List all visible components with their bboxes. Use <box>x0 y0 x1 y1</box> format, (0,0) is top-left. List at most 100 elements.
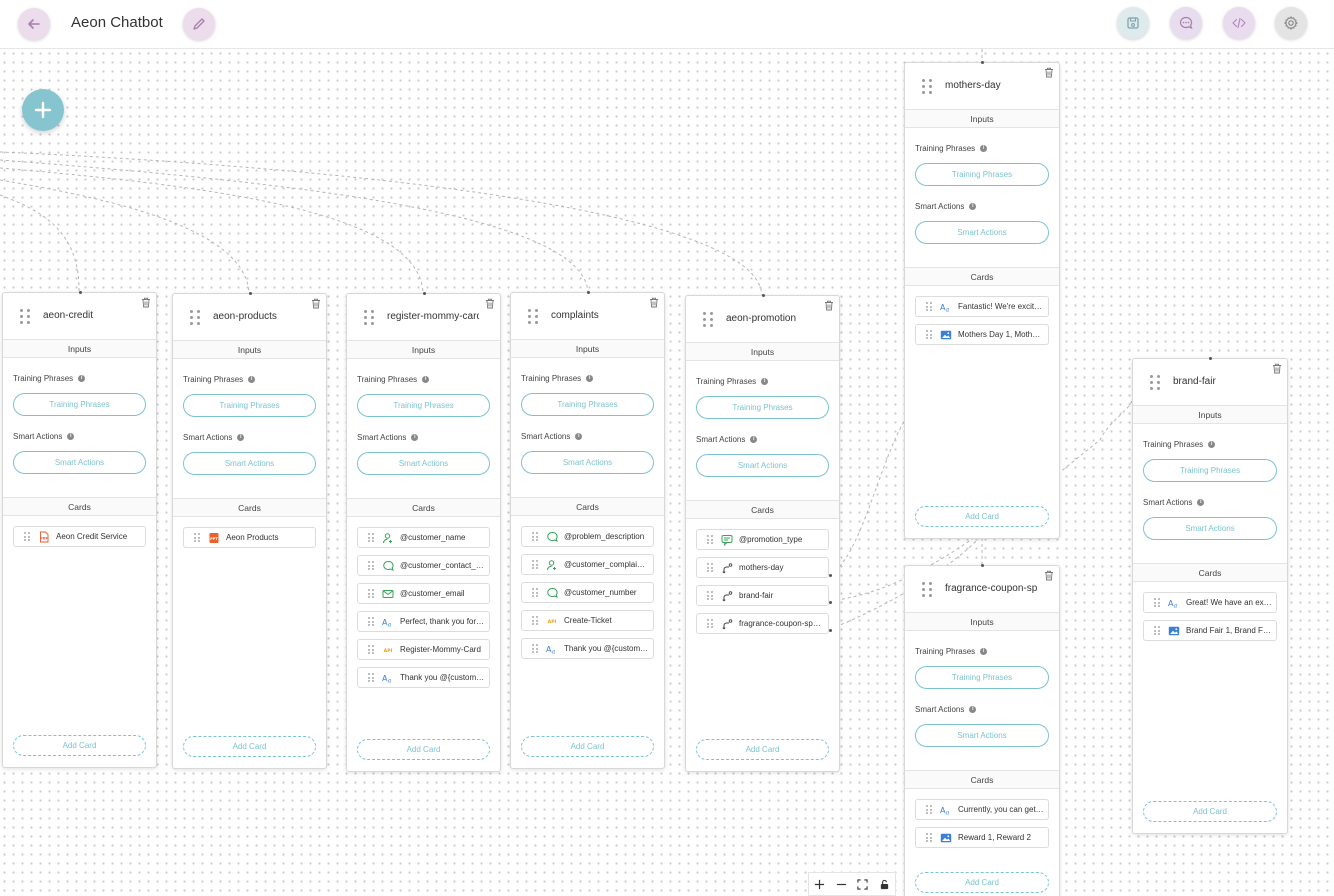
training-phrases-button[interactable]: Training Phrases <box>915 666 1049 689</box>
drag-handle-icon[interactable] <box>703 312 713 327</box>
output-port[interactable] <box>829 574 832 577</box>
code-button[interactable] <box>1223 7 1255 39</box>
drag-handle-icon[interactable] <box>532 560 538 569</box>
add-node-button[interactable] <box>22 89 64 131</box>
node-header[interactable]: complaints <box>511 293 664 340</box>
node-header[interactable]: brand-fair <box>1133 359 1287 406</box>
training-phrases-button[interactable]: Training Phrases <box>183 394 316 417</box>
card-item[interactable]: Aa Fantastic! We're excited to share <box>915 296 1049 317</box>
drag-handle-icon[interactable] <box>24 532 30 541</box>
drag-handle-icon[interactable] <box>926 330 932 339</box>
drag-handle-icon[interactable] <box>194 533 200 542</box>
drag-handle-icon[interactable] <box>707 591 713 600</box>
output-port[interactable] <box>829 601 832 604</box>
card-item[interactable]: API Create-Ticket <box>521 610 654 631</box>
drag-handle-icon[interactable] <box>368 645 374 654</box>
training-phrases-button[interactable]: Training Phrases <box>1143 459 1277 482</box>
fit-view-button[interactable] <box>854 875 872 893</box>
trash-icon[interactable] <box>1044 570 1054 581</box>
info-icon[interactable]: i <box>422 375 430 383</box>
add-card-button[interactable]: Add Card <box>696 739 829 760</box>
smart-actions-button[interactable]: Smart Actions <box>13 451 146 474</box>
card-item[interactable]: mothers-day <box>696 557 829 578</box>
node-header[interactable]: fragrance-coupon-special <box>905 566 1059 613</box>
card-item[interactable]: @customer_name <box>357 527 490 548</box>
input-port[interactable] <box>981 61 984 64</box>
add-card-button[interactable]: Add Card <box>1143 801 1277 822</box>
card-item[interactable]: Aa Thank you @{customer_name} <box>521 638 654 659</box>
drag-handle-icon[interactable] <box>922 582 932 597</box>
edit-title-button[interactable] <box>183 8 215 40</box>
card-item[interactable]: fragrance-coupon-special <box>696 613 829 634</box>
add-card-button[interactable]: Add Card <box>915 506 1049 527</box>
trash-icon[interactable] <box>311 298 321 309</box>
input-port[interactable] <box>981 564 984 567</box>
drag-handle-icon[interactable] <box>922 79 932 94</box>
info-icon[interactable]: i <box>980 144 988 152</box>
info-icon[interactable]: i <box>761 377 769 385</box>
drag-handle-icon[interactable] <box>368 533 374 542</box>
drag-handle-icon[interactable] <box>707 563 713 572</box>
add-card-button[interactable]: Add Card <box>521 736 654 757</box>
node-header[interactable]: register-mommy-card <box>347 294 500 341</box>
trash-icon[interactable] <box>1272 363 1282 374</box>
info-icon[interactable]: i <box>969 202 977 210</box>
trash-icon[interactable] <box>649 297 659 308</box>
zoom-in-button[interactable] <box>811 875 829 893</box>
info-icon[interactable]: i <box>750 435 758 443</box>
card-item[interactable]: PPT Aeon Products <box>183 527 316 548</box>
smart-actions-button[interactable]: Smart Actions <box>1143 517 1277 540</box>
node-register-mommy-card[interactable]: register-mommy-card Inputs Training Phra… <box>346 292 501 772</box>
drag-handle-icon[interactable] <box>368 589 374 598</box>
info-icon[interactable]: i <box>969 705 977 713</box>
card-item[interactable]: Aa Thank you @{customer_name} <box>357 667 490 688</box>
drag-handle-icon[interactable] <box>1150 375 1160 390</box>
input-port[interactable] <box>1209 357 1212 360</box>
input-port[interactable] <box>423 292 426 295</box>
info-icon[interactable]: i <box>67 432 75 440</box>
card-item[interactable]: brand-fair <box>696 585 829 606</box>
output-port[interactable] <box>829 629 832 632</box>
card-item[interactable]: PDF Aeon Credit Service <box>13 526 146 547</box>
trash-icon[interactable] <box>141 297 151 308</box>
card-item[interactable]: @problem_description <box>521 526 654 547</box>
drag-handle-icon[interactable] <box>1154 598 1160 607</box>
input-port[interactable] <box>79 291 82 294</box>
drag-handle-icon[interactable] <box>532 588 538 597</box>
smart-actions-button[interactable]: Smart Actions <box>696 454 829 477</box>
drag-handle-icon[interactable] <box>532 644 538 653</box>
back-button[interactable] <box>18 8 50 40</box>
card-item[interactable]: @customer_contact_number <box>357 555 490 576</box>
info-icon[interactable]: i <box>411 433 419 441</box>
chat-preview-button[interactable] <box>1170 7 1202 39</box>
card-item[interactable]: Aa Currently, you can get a coupon <box>915 799 1049 820</box>
drag-handle-icon[interactable] <box>20 309 30 324</box>
info-icon[interactable]: i <box>237 433 245 441</box>
drag-handle-icon[interactable] <box>368 617 374 626</box>
card-item[interactable]: Mothers Day 1, Mothers Day 2 <box>915 324 1049 345</box>
drag-handle-icon[interactable] <box>368 561 374 570</box>
drag-handle-icon[interactable] <box>364 310 374 325</box>
lock-button[interactable] <box>875 875 893 893</box>
save-button[interactable] <box>1117 7 1149 39</box>
training-phrases-button[interactable]: Training Phrases <box>915 163 1049 186</box>
drag-handle-icon[interactable] <box>528 309 538 324</box>
drag-handle-icon[interactable] <box>926 833 932 842</box>
info-icon[interactable]: i <box>1208 440 1216 448</box>
card-item[interactable]: API Register-Mommy-Card <box>357 639 490 660</box>
info-icon[interactable]: i <box>1197 498 1205 506</box>
drag-handle-icon[interactable] <box>707 619 713 628</box>
node-header[interactable]: mothers-day <box>905 63 1059 110</box>
settings-button[interactable] <box>1275 7 1307 39</box>
add-card-button[interactable]: Add Card <box>13 735 146 756</box>
add-card-button[interactable]: Add Card <box>183 736 316 757</box>
smart-actions-button[interactable]: Smart Actions <box>183 452 316 475</box>
node-header[interactable]: aeon-promotion <box>686 296 839 343</box>
zoom-out-button[interactable] <box>832 875 850 893</box>
add-card-button[interactable]: Add Card <box>915 872 1049 893</box>
